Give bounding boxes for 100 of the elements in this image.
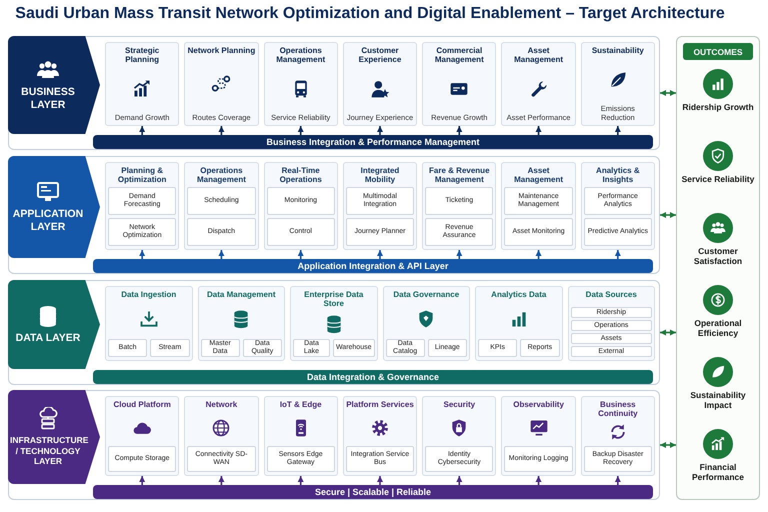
- layer-panel: [8, 36, 660, 150]
- outcome-label: Financial Performance: [691, 462, 745, 482]
- module-card: [264, 162, 338, 250]
- module-card: [184, 396, 259, 476]
- module-card: [580, 396, 655, 476]
- module-title: Customer Experience: [358, 46, 402, 64]
- module-title: Strategic Planning: [124, 46, 160, 64]
- arrow: [376, 476, 383, 485]
- module-title: Sustainability: [592, 46, 644, 55]
- integration-bar: Application Integration & API Layer: [93, 259, 653, 273]
- module-card: [382, 286, 470, 361]
- arrow: [139, 476, 146, 485]
- integration-bar: Data Integration & Governance: [93, 370, 653, 384]
- arrow: [298, 250, 304, 259]
- module-title: Analytics & Insights: [595, 166, 641, 184]
- module-title: Data Governance: [393, 290, 460, 299]
- arrow: [536, 250, 542, 259]
- outcome-label: Ridership Growth: [682, 102, 754, 112]
- diagram-title: Saudi Urban Mass Transit Network Optimization and Digital Enablement – Target Architecture: [14, 5, 726, 23]
- module-card: [290, 286, 378, 361]
- module-card: [105, 42, 180, 126]
- module-card: [105, 162, 180, 250]
- module-card: [184, 42, 259, 126]
- layer-label: DATA LAYER: [14, 332, 82, 346]
- module-title: Real-Time Operations: [278, 166, 323, 184]
- module-title: Analytics Data: [491, 290, 546, 299]
- module-card: [475, 286, 562, 361]
- outcomes-header: OUTCOMES: [683, 43, 753, 60]
- layer-panel: [8, 390, 660, 500]
- double-arrow: [660, 330, 676, 336]
- module-title: Security: [443, 400, 476, 409]
- integration-bar: Business Integration & Performance Management: [93, 135, 653, 149]
- module-title: Integrated Mobility: [360, 166, 400, 184]
- module-title: Network: [206, 400, 238, 409]
- module-title: Operations Management: [275, 46, 326, 64]
- double-arrow: [660, 90, 676, 96]
- layer-label: APPLICATION LAYER: [12, 208, 84, 234]
- arrow: [614, 126, 621, 135]
- arrow: [614, 476, 621, 485]
- integration-bar: Secure | Scalable | Reliable: [93, 485, 653, 499]
- module-card: [105, 286, 192, 361]
- arrow: [139, 126, 146, 135]
- module-title: Data Management: [207, 290, 276, 299]
- layer-panel: [8, 280, 660, 385]
- layer-panel: [8, 156, 660, 274]
- arrow: [298, 126, 304, 135]
- module-card: [501, 396, 576, 476]
- outcome-label: Customer Satisfaction: [692, 246, 744, 266]
- module-title: Asset Management: [513, 166, 564, 184]
- module-title: Platform Services: [346, 400, 414, 409]
- module-card: [422, 42, 496, 126]
- arrow: [456, 126, 462, 135]
- layer-label: INFRASTRUCTURE / TECHNOLOGY LAYER: [10, 435, 86, 467]
- module-title: Cloud Platform: [113, 400, 171, 409]
- double-arrow: [660, 212, 676, 218]
- module-card: [342, 396, 418, 476]
- module-card: [568, 286, 655, 361]
- arrow: [456, 476, 462, 485]
- module-title: Business Continuity: [597, 400, 639, 418]
- module-title: Operations Management: [196, 166, 247, 184]
- module-title: Data Sources: [586, 290, 637, 299]
- module-card: [342, 162, 418, 250]
- module-title: Data Ingestion: [121, 290, 176, 299]
- module-card: [422, 396, 496, 476]
- module-card: [342, 42, 418, 126]
- module-card: [105, 396, 180, 476]
- module-title: Enterprise Data Store: [303, 290, 364, 308]
- module-card: [580, 162, 655, 250]
- arrow: [376, 126, 383, 135]
- module-title: Observability: [513, 400, 564, 409]
- module-title: IoT & Edge: [280, 400, 322, 409]
- arrow: [218, 126, 224, 135]
- arrow: [139, 250, 146, 259]
- module-card: [264, 396, 338, 476]
- module-title: Commercial Management: [434, 46, 485, 64]
- arrow: [376, 250, 383, 259]
- module-card: [264, 42, 338, 126]
- arrow: [614, 250, 621, 259]
- outcome-label: Service Reliability: [682, 174, 754, 184]
- module-title: Planning & Optimization: [116, 166, 168, 184]
- module-card: [580, 42, 655, 126]
- layer-label: BUSINESS LAYER: [20, 86, 76, 112]
- module-card: [501, 162, 576, 250]
- arrow: [298, 476, 304, 485]
- module-card: [198, 286, 285, 361]
- module-card: [501, 42, 576, 126]
- arrow: [218, 250, 224, 259]
- outcome-label: Operational Efficiency: [693, 318, 743, 338]
- outcome-label: Sustainability Impact: [689, 390, 747, 410]
- outcomes-panel: [676, 36, 760, 500]
- module-title: Fare & Revenue Management: [428, 166, 491, 184]
- arrow: [218, 476, 224, 485]
- arrow: [536, 476, 542, 485]
- module-title: Network Planning: [188, 46, 256, 55]
- module-card: [422, 162, 496, 250]
- arrow: [456, 250, 462, 259]
- double-arrow: [660, 442, 676, 448]
- arrow: [536, 126, 542, 135]
- module-card: [184, 162, 259, 250]
- module-title: Asset Management: [513, 46, 564, 64]
